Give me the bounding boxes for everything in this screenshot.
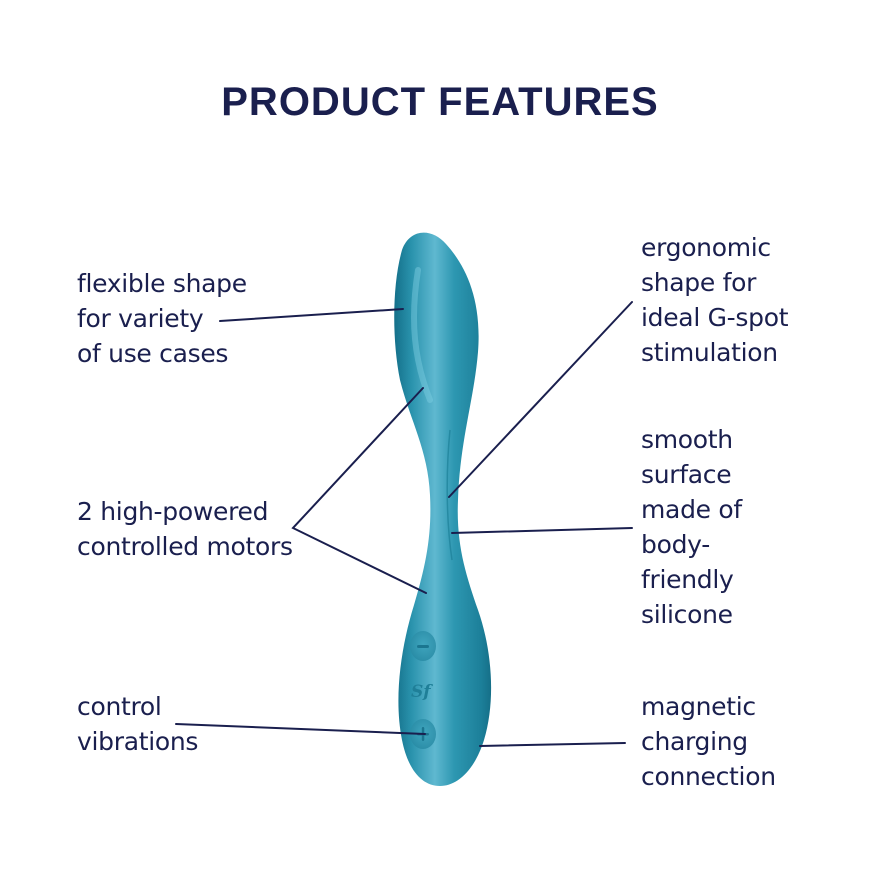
label-line: shape for	[641, 268, 757, 297]
leader-line-motors	[291, 387, 427, 594]
feature-label-flexible: flexible shape for variety of use cases	[77, 266, 247, 371]
feature-label-smooth: smooth surface made of body- friendly si…	[641, 422, 742, 632]
label-line: friendly	[641, 565, 734, 594]
label-line: magnetic	[641, 692, 756, 721]
label-line: flexible shape	[77, 269, 247, 298]
label-line: of use cases	[77, 339, 229, 368]
label-line: ergonomic	[641, 233, 771, 262]
label-line: body-	[641, 530, 710, 559]
label-line: smooth	[641, 425, 733, 454]
label-line: surface	[641, 460, 732, 489]
page-title: PRODUCT FEATURES	[221, 80, 659, 124]
label-line: for variety	[77, 304, 204, 333]
feature-label-ergonomic: ergonomic shape for ideal G-spot stimula…	[641, 230, 789, 370]
feature-label-magnetic: magnetic charging connection	[641, 689, 776, 794]
label-line: vibrations	[77, 727, 199, 756]
leader-line-smooth	[451, 527, 633, 534]
leader-line-control	[175, 723, 426, 735]
label-line: stimulation	[641, 338, 778, 367]
leader-line-flexible	[219, 308, 404, 322]
label-line: connection	[641, 762, 776, 791]
brand-logo-icon: Sf	[411, 682, 433, 702]
leader-line-ergonomic	[448, 301, 633, 498]
body-highlight	[411, 267, 433, 403]
body-seam	[446, 429, 453, 561]
product-illustration: Sf	[394, 232, 492, 786]
label-line: controlled motors	[77, 532, 293, 561]
product-body	[394, 232, 492, 786]
label-line: 2 high-powered	[77, 497, 269, 526]
feature-label-motors: 2 high-powered controlled motors	[77, 494, 293, 564]
label-line: silicone	[641, 600, 733, 629]
label-line: control	[77, 692, 162, 721]
minus-button	[410, 631, 436, 661]
label-line: ideal G-spot	[641, 303, 789, 332]
label-line: made of	[641, 495, 742, 524]
feature-label-control: control vibrations	[77, 689, 198, 759]
minus-button-icon	[417, 645, 429, 648]
leader-line-magnetic	[479, 742, 626, 747]
label-line: charging	[641, 727, 748, 756]
